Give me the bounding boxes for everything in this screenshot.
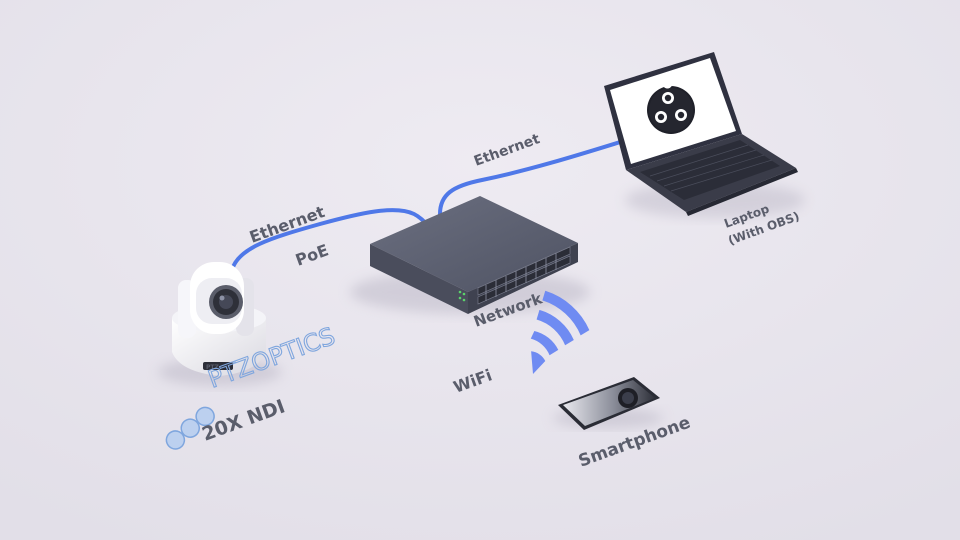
- ethernet-cable-laptop: [438, 134, 642, 216]
- network-switch-icon: [350, 196, 590, 314]
- ptz-camera-icon: PTZ: [158, 262, 282, 386]
- laptop-icon: [604, 52, 805, 218]
- smartphone-icon: [553, 377, 663, 430]
- ethernet-cable-camera: [230, 208, 432, 272]
- camera-badge: PTZ: [206, 364, 219, 371]
- obs-logo-icon: [647, 78, 695, 134]
- wifi-signal-icon: [530, 290, 590, 374]
